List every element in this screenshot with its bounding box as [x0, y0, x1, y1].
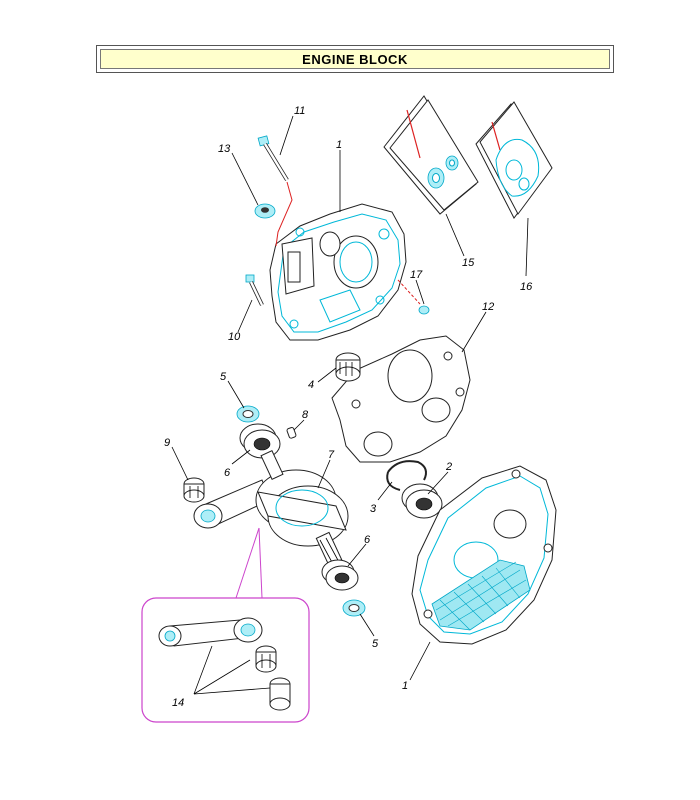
crankcase-gasket	[331, 335, 471, 463]
crankcase-upper-half	[269, 203, 407, 341]
callout-3: 3	[370, 503, 377, 515]
bolt-short	[245, 274, 264, 306]
callout-8: 8	[302, 409, 309, 421]
washer	[254, 203, 276, 219]
callout-1-top: 1	[336, 139, 342, 151]
callout-10: 10	[228, 331, 241, 343]
oil-seal-top	[236, 405, 260, 423]
callout-13: 13	[218, 143, 231, 155]
conrod-kit-inset	[141, 527, 310, 723]
title-frame: ENGINE BLOCK	[96, 45, 614, 73]
callout-4: 4	[308, 379, 314, 391]
circlip	[386, 460, 427, 491]
callout-17: 17	[410, 269, 423, 281]
page-title: ENGINE BLOCK	[100, 49, 610, 69]
main-bearing-right	[401, 483, 443, 519]
bolt-long	[257, 135, 293, 247]
callout-14: 14	[172, 697, 184, 709]
callout-12: 12	[482, 301, 494, 313]
leader-lines	[171, 115, 529, 681]
dowel-pin	[397, 279, 430, 315]
woodruff-key	[286, 426, 297, 439]
callout-5-bottom: 5	[372, 638, 379, 650]
crankshaft-assembly	[193, 450, 349, 567]
callout-2: 2	[445, 461, 452, 473]
oil-seal-bottom	[342, 599, 366, 617]
callout-7: 7	[328, 449, 335, 461]
gasket-kit-pack	[475, 101, 553, 219]
callout-6-right: 6	[364, 534, 371, 546]
callout-16: 16	[520, 281, 533, 293]
callout-9: 9	[164, 437, 170, 449]
crankcase-lower-half	[411, 465, 557, 645]
crank-bearing-lower	[321, 559, 359, 591]
callouts: 11 13 1 10 15 16 17 12 4 5 8 9 6 7 2 3 6…	[164, 105, 533, 709]
bearing-kit-pack	[383, 95, 479, 215]
needle-bearing	[335, 352, 361, 382]
callout-15: 15	[462, 257, 475, 269]
callout-5-top: 5	[220, 371, 227, 383]
callout-6-left: 6	[224, 467, 231, 479]
callout-1-bottom: 1	[402, 680, 408, 692]
small-end-bearing	[183, 477, 205, 503]
callout-11: 11	[294, 105, 305, 117]
